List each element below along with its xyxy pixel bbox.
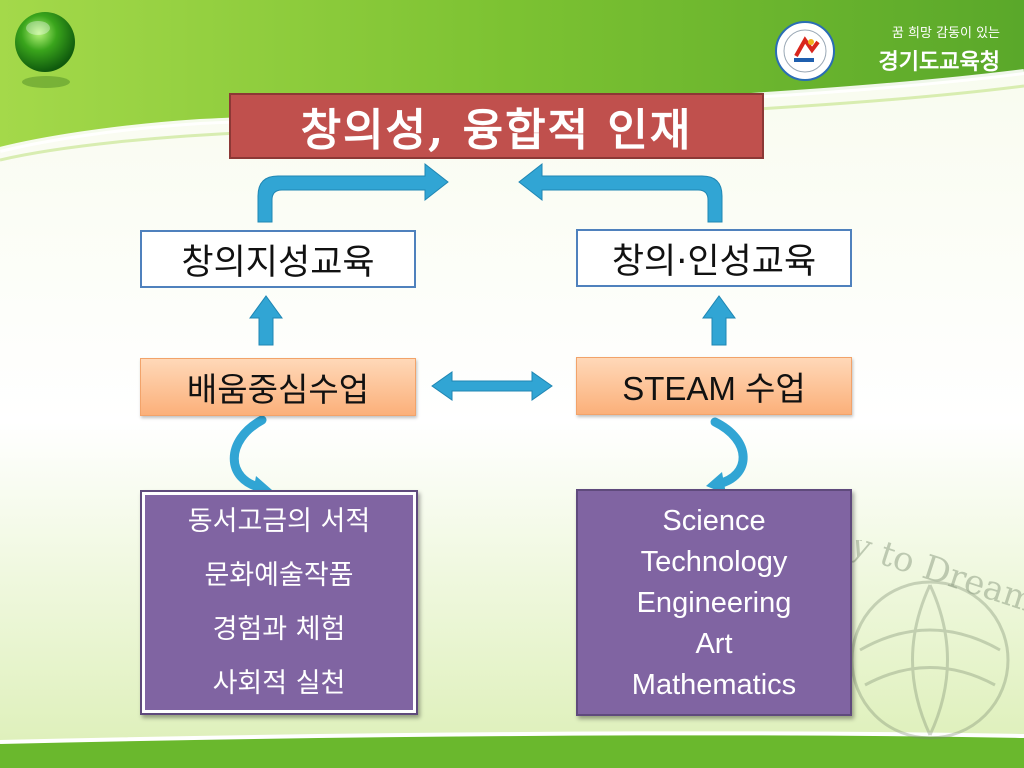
list-item: Engineering	[636, 587, 792, 619]
list-item: 문화예술작품	[204, 559, 354, 591]
learning-centered-class-box: 배움중심수업	[140, 358, 416, 416]
liberal-arts-list: 동서고금의 서적 문화예술작품 경험과 체험 사회적 실천	[140, 490, 418, 715]
steam-class-box: STEAM 수업	[576, 357, 852, 415]
list-item: Technology	[640, 546, 788, 578]
list-item: 사회적 실천	[212, 667, 346, 699]
creative-intellect-box: 창의지성교육	[140, 230, 416, 288]
creative-character-box: 창의·인성교육	[576, 229, 852, 287]
steam-subject-list: Science Technology Engineering Art Mathe…	[576, 489, 852, 716]
dream-watermark: y to Dream	[845, 540, 1024, 740]
logo-slogan: 꿈 희망 감동이 있는	[891, 26, 1000, 41]
list-item: 경험과 체험	[212, 613, 346, 645]
list-item: 동서고금의 서적	[187, 505, 371, 537]
goal-box: 창의성, 융합적 인재	[229, 93, 764, 159]
list-item: Art	[695, 628, 733, 660]
logo-org-name: 경기도교육청	[878, 49, 1000, 75]
org-logo: 꿈 희망 감동이 있는 경기도교육청	[774, 18, 1010, 84]
list-item: Mathematics	[631, 669, 797, 701]
list-item: Science	[662, 505, 766, 537]
emblem-icon	[775, 21, 835, 81]
